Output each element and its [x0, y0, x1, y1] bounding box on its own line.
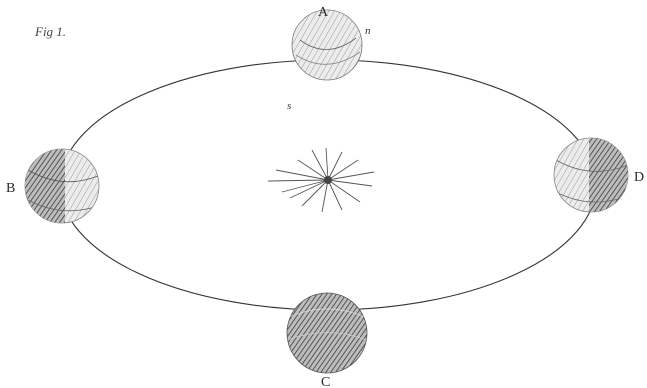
label-b: B [6, 181, 15, 196]
label-a: A [318, 5, 329, 20]
earth-globe-b [25, 149, 99, 223]
earth-globe-a [292, 10, 362, 80]
label-n: n [365, 25, 371, 37]
figure-caption: Fig 1. [34, 24, 66, 39]
orbit-ellipse [60, 60, 596, 310]
earth-globe-c [287, 293, 367, 373]
label-c: C [321, 375, 330, 388]
label-s: s [287, 100, 291, 112]
label-d: D [634, 170, 644, 185]
sun-icon [268, 148, 374, 212]
earth-globe-d [554, 138, 629, 212]
